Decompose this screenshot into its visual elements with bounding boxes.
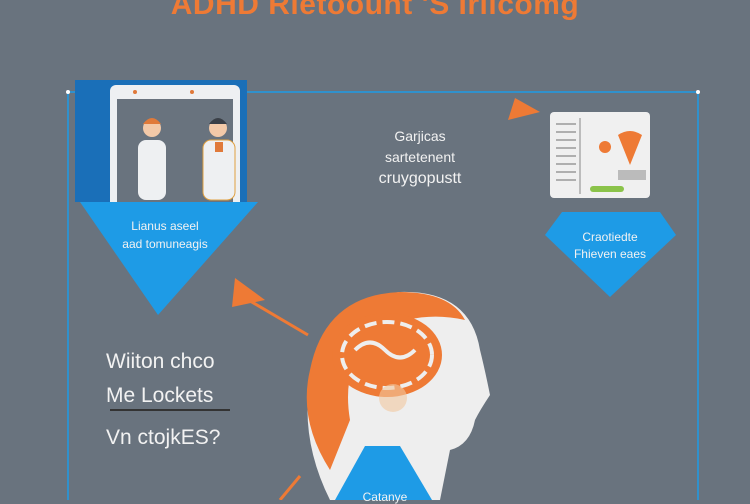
right-diamond-caption: Craotiedte Fhieven eaes bbox=[545, 229, 675, 263]
doctors-illustration bbox=[75, 80, 247, 210]
document-icon bbox=[550, 112, 650, 198]
page-title: ADHD Rietoount 'S Iriicomg bbox=[170, 0, 580, 21]
center-caption: Garjicas sartetenent cruygopustt bbox=[340, 126, 500, 189]
caption-line: Craotiedte bbox=[582, 230, 638, 244]
doctor-panel-caption: Lianus aseel aad tomuneagis bbox=[95, 217, 235, 253]
caption-line: Garjicas bbox=[394, 128, 446, 144]
caption-line: aad tomuneagis bbox=[122, 237, 208, 251]
bottom-triangle bbox=[335, 446, 432, 500]
question-line: Vn ctojkES? bbox=[106, 426, 221, 449]
arrow-icon bbox=[232, 278, 309, 337]
brain-head-icon bbox=[306, 291, 490, 500]
caption-line: sartetenent bbox=[384, 149, 456, 165]
caption-line: Fhieven eaes bbox=[573, 247, 647, 261]
caption-line: Lianus aseel bbox=[131, 219, 199, 233]
caption-line: cruygopustt bbox=[378, 170, 462, 187]
question-line: Me Lockets bbox=[106, 384, 214, 407]
right-diamond bbox=[545, 212, 676, 297]
arrow-icon bbox=[508, 98, 540, 120]
connector-line bbox=[278, 475, 302, 500]
question-line: Wiiton chco bbox=[106, 350, 215, 373]
doctor-panel-triangle bbox=[80, 202, 258, 315]
bottom-label: Catanye bbox=[362, 490, 408, 504]
question-text: Wiiton chco Me Lockets Vn ctojkES? bbox=[106, 345, 220, 455]
